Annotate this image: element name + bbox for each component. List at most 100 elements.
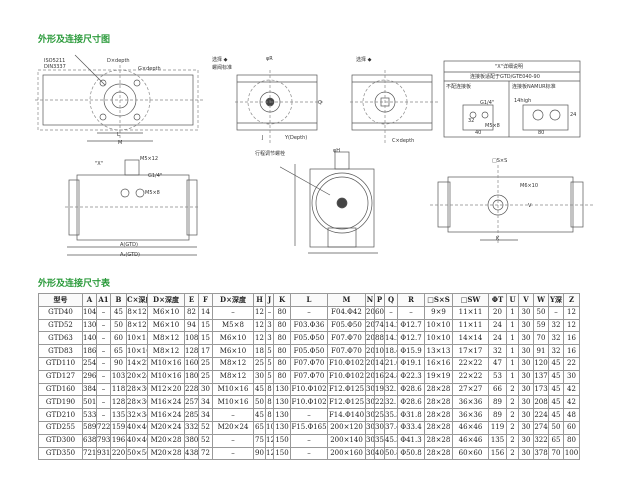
table-cell: 140 xyxy=(374,356,385,371)
table-cell: 9×9 xyxy=(424,305,453,320)
top-view-drawing xyxy=(35,54,205,142)
table-cell: Φ50.8 xyxy=(397,446,425,461)
column-header: K xyxy=(273,293,291,307)
model-cell: GTD110 xyxy=(38,356,83,371)
table-cell: 30 xyxy=(365,433,375,448)
g14-side-label: G1/4" xyxy=(148,173,163,179)
table-cell: 1 xyxy=(506,369,519,384)
table-cell: 20 xyxy=(365,356,375,371)
table-cell: – xyxy=(212,446,254,461)
table-cell: 17×17 xyxy=(452,344,489,358)
option2-drawing xyxy=(350,70,440,145)
table-cell: 8 xyxy=(265,395,274,410)
table-cell: 21.6 xyxy=(384,356,398,371)
x-mark-label: "X" xyxy=(95,161,104,167)
table-cell: 1 xyxy=(506,344,519,358)
table-cell: 32 xyxy=(548,344,564,358)
table-cell: M6×10 xyxy=(147,318,185,333)
table-cell: – xyxy=(212,305,254,320)
table-cell: 20 xyxy=(488,305,507,320)
table-cell: 208 xyxy=(533,395,549,410)
a1-gtd-label: A₁(GTD) xyxy=(120,252,140,258)
table-cell: 50 xyxy=(110,318,127,333)
table-cell: – xyxy=(290,408,328,422)
table-cell: 22 xyxy=(563,356,580,371)
table-cell: 130 xyxy=(82,318,97,333)
table-cell: 47 xyxy=(488,356,507,371)
table-cell: 94 xyxy=(184,318,199,333)
table-cell: F07.Φ70 xyxy=(290,369,328,384)
table-cell: 104 xyxy=(82,305,97,320)
column-header: L xyxy=(290,293,328,307)
table-cell: 45 xyxy=(253,382,266,397)
table-cell: 130 xyxy=(273,408,291,422)
table-cell: F04.Φ42 xyxy=(327,305,366,320)
table-cell: M10×16 xyxy=(147,356,185,371)
table-cell: 36×36 xyxy=(452,395,489,410)
x-detail-box xyxy=(443,60,581,138)
table-cell: F03.Φ36 xyxy=(290,318,328,333)
column-header: Z xyxy=(563,293,580,307)
table-cell: 45 xyxy=(548,395,564,410)
table-cell: 3 xyxy=(265,331,274,346)
table-cell: 50 xyxy=(548,420,564,435)
table-cell: 10×10 xyxy=(424,331,453,346)
table-cell: M6×10 xyxy=(212,344,254,358)
table-cell: 60 xyxy=(374,305,385,320)
model-cell: GTD127 xyxy=(38,369,83,384)
table-cell: 80 xyxy=(273,305,291,320)
table-cell: 332 xyxy=(184,420,199,435)
table-cell: 50 xyxy=(533,305,549,320)
table-cell: 46×46 xyxy=(452,433,489,448)
table-cell: 35.3 xyxy=(384,408,398,422)
dim-40-label: 40 xyxy=(475,130,482,136)
table-cell: 30 xyxy=(518,446,534,461)
option1-standard-label: 螺阀标准 xyxy=(212,65,233,71)
table-cell: 25 xyxy=(198,369,213,384)
table-cell: M6×10 xyxy=(147,305,185,320)
table-cell: 254 xyxy=(82,356,97,371)
table-cell: F12.Φ125 xyxy=(327,382,366,397)
table-row: GTD190501–12828×30M16×2425734M10×1650813… xyxy=(38,395,580,410)
table-cell: 28×28 xyxy=(424,395,453,410)
table-cell: 74 xyxy=(374,318,385,333)
table-cell: 25 xyxy=(198,356,213,371)
table-cell: M20×24 xyxy=(147,420,185,435)
table-cell: 2 xyxy=(506,446,519,461)
table-cell: 130 xyxy=(273,395,291,410)
l-label: L xyxy=(117,132,120,138)
table-cell: 14.2 xyxy=(384,318,398,333)
table-cell: 2 xyxy=(506,420,519,435)
model-cell: GTD160 xyxy=(38,382,83,397)
high-label: 14high xyxy=(514,98,532,104)
model-cell: GTD350 xyxy=(38,446,83,461)
table-cell: 13×13 xyxy=(424,344,453,358)
drawing-title: 外形及连接尺寸图 xyxy=(38,35,111,45)
model-cell: GTD255 xyxy=(38,420,83,435)
column-header: 型号 xyxy=(38,293,83,307)
din-label: DIN3337 xyxy=(44,64,66,70)
table-cell: 59 xyxy=(533,318,549,333)
column-header: H xyxy=(253,293,266,307)
table-cell: – xyxy=(265,305,274,320)
table-cell: 50 xyxy=(253,395,266,410)
table-cell: 302 xyxy=(374,420,385,435)
table-header-row: 型号AA1BC×深度D×深度EFD×深度HJKLMNPQR□S×S□SWΦTUV… xyxy=(38,293,580,307)
table-cell: 198 xyxy=(374,382,385,397)
table-cell: 12 xyxy=(563,305,580,320)
d-depth-label: D×depth xyxy=(107,58,130,64)
table-cell: 296 xyxy=(82,369,97,384)
table-cell: F07.Φ70 xyxy=(327,344,366,358)
no-plate-label: 不配连接板 xyxy=(446,84,472,90)
column-header: M xyxy=(327,293,366,307)
table-cell: 65 xyxy=(548,433,564,448)
table-cell: 32 xyxy=(548,318,564,333)
end-view-drawing xyxy=(280,151,378,254)
table-cell: 52 xyxy=(198,420,213,435)
table-cell: 30 xyxy=(518,331,534,346)
table-cell: M10×16 xyxy=(212,395,254,410)
table-cell: 285 xyxy=(184,408,199,422)
model-cell: GTD63 xyxy=(38,331,83,346)
table-cell: 12 xyxy=(563,318,580,333)
m5x12-label: M5×12 xyxy=(140,156,159,162)
